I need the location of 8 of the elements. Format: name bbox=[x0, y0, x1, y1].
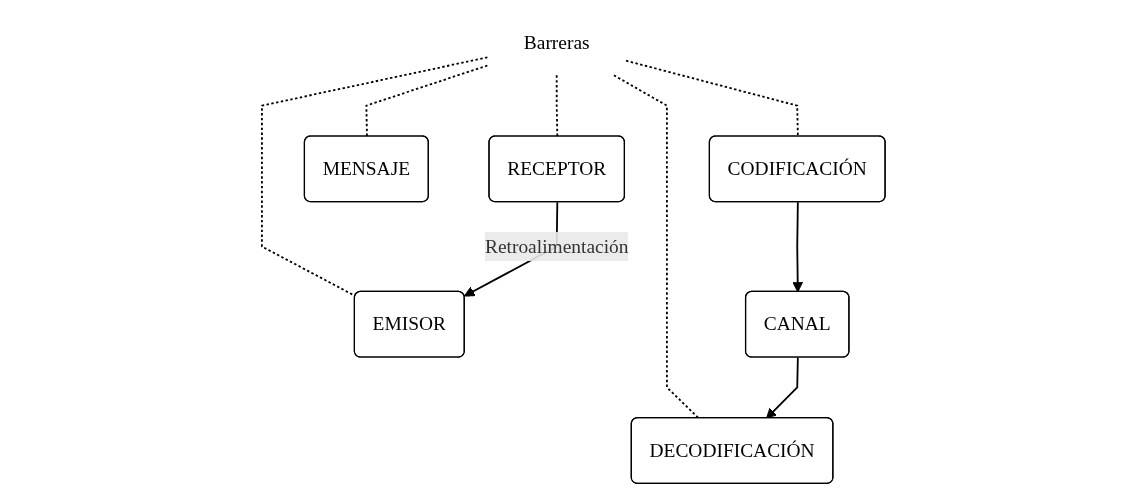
connector bbox=[625, 59, 799, 138]
arrow bbox=[792, 201, 804, 293]
connector bbox=[555, 74, 559, 138]
arrow bbox=[766, 356, 799, 419]
connector bbox=[261, 56, 489, 297]
edge-label: Retroalimentación bbox=[484, 235, 629, 257]
connector bbox=[365, 64, 489, 138]
node-text: Barreras bbox=[523, 31, 590, 53]
